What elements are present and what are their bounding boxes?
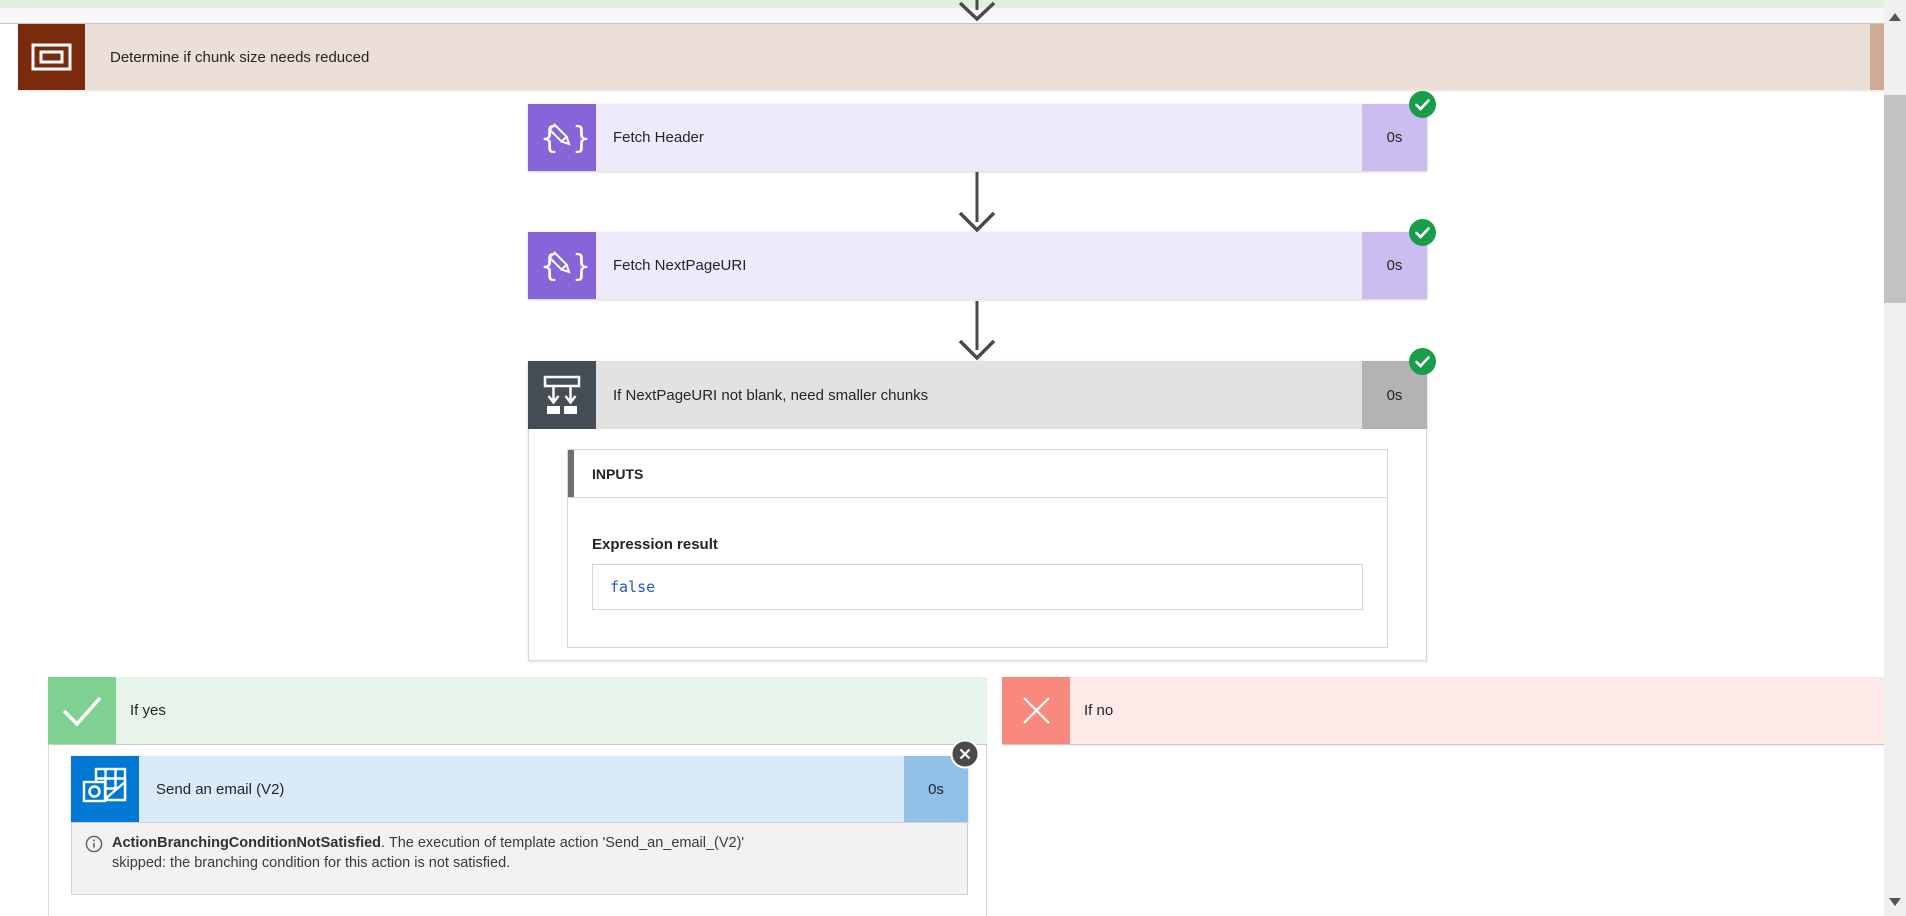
note-error-code: ActionBranchingConditionNotSatisfied	[112, 835, 382, 851]
note-line1-rest: . The execution of template action 'Send…	[381, 835, 745, 851]
x-icon	[1002, 677, 1070, 744]
scroll-up-icon[interactable]	[1889, 13, 1901, 21]
note-line2: skipped: the branching condition for thi…	[112, 855, 511, 871]
svg-text:{: {	[540, 249, 559, 284]
arrow-down-icon	[958, 172, 996, 233]
action-skipped-note: ActionBranchingConditionNotSatisfied. Th…	[71, 822, 968, 895]
check-icon	[48, 677, 116, 744]
action-card-fetch-nextpageuri[interactable]: { } Fetch NextPageURI 0s	[528, 219, 1436, 299]
expression-result-box: false	[592, 564, 1363, 610]
arrow-down-icon	[958, 0, 996, 22]
inputs-label: INPUTS	[592, 465, 644, 482]
success-check-circle-icon	[1409, 348, 1436, 375]
vertical-scrollbar[interactable]	[1884, 0, 1906, 916]
inputs-header: INPUTS	[568, 450, 1387, 498]
branch-header-if-yes[interactable]: If yes	[48, 677, 987, 745]
close-icon[interactable]	[950, 739, 980, 769]
condition-title: If NextPageURI not blank, need smaller c…	[596, 361, 1362, 429]
scope-header-right-strip	[1870, 24, 1884, 90]
previous-action-edge	[0, 0, 1884, 8]
condition-card-header[interactable]: If NextPageURI not blank, need smaller c…	[528, 348, 1436, 429]
scope-top-divider	[0, 23, 1884, 24]
info-icon	[85, 835, 103, 853]
braces-pencil-icon: { }	[528, 104, 596, 171]
expression-result-label: Expression result	[592, 536, 718, 553]
inputs-card: INPUTS Expression result false	[567, 449, 1388, 648]
inputs-accent-bar	[568, 450, 574, 497]
condition-branch-icon	[528, 361, 596, 429]
action-title: Send an email (V2)	[139, 756, 904, 823]
success-check-circle-icon	[1409, 219, 1436, 246]
svg-text:}: }	[572, 121, 591, 156]
success-check-circle-icon	[1409, 91, 1436, 118]
action-card-send-email[interactable]: Send an email (V2) 0s	[71, 739, 980, 823]
duration-badge: 0s	[1362, 232, 1427, 299]
scrollbar-thumb[interactable]	[1884, 95, 1906, 303]
scope-title: Determine if chunk size needs reduced	[85, 24, 1870, 90]
note-text: ActionBranchingConditionNotSatisfied. Th…	[112, 833, 744, 873]
branch-body-if-yes: Send an email (V2) 0s ActionBranchingCon…	[48, 739, 987, 916]
svg-text:{: {	[540, 121, 559, 156]
action-title: Fetch Header	[596, 104, 1362, 171]
expression-result-value: false	[610, 578, 656, 596]
arrow-down-icon	[958, 301, 996, 361]
action-title: Fetch NextPageURI	[596, 232, 1362, 299]
braces-pencil-icon: { }	[528, 232, 596, 299]
scope-header-determine-chunk-size[interactable]: Determine if chunk size needs reduced	[18, 24, 1884, 90]
canvas-gap	[0, 8, 1884, 23]
action-card-fetch-header[interactable]: { } Fetch Header 0s	[528, 91, 1436, 171]
scope-icon	[18, 24, 85, 90]
svg-text:}: }	[572, 249, 591, 284]
condition-details-panel: INPUTS Expression result false	[528, 429, 1427, 661]
outlook-icon	[71, 756, 139, 823]
branch-label: If yes	[116, 677, 987, 744]
duration-badge: 0s	[904, 756, 968, 823]
branch-label: If no	[1070, 677, 1884, 744]
branch-header-if-no[interactable]: If no	[1002, 677, 1884, 745]
scroll-down-icon[interactable]	[1889, 898, 1901, 906]
